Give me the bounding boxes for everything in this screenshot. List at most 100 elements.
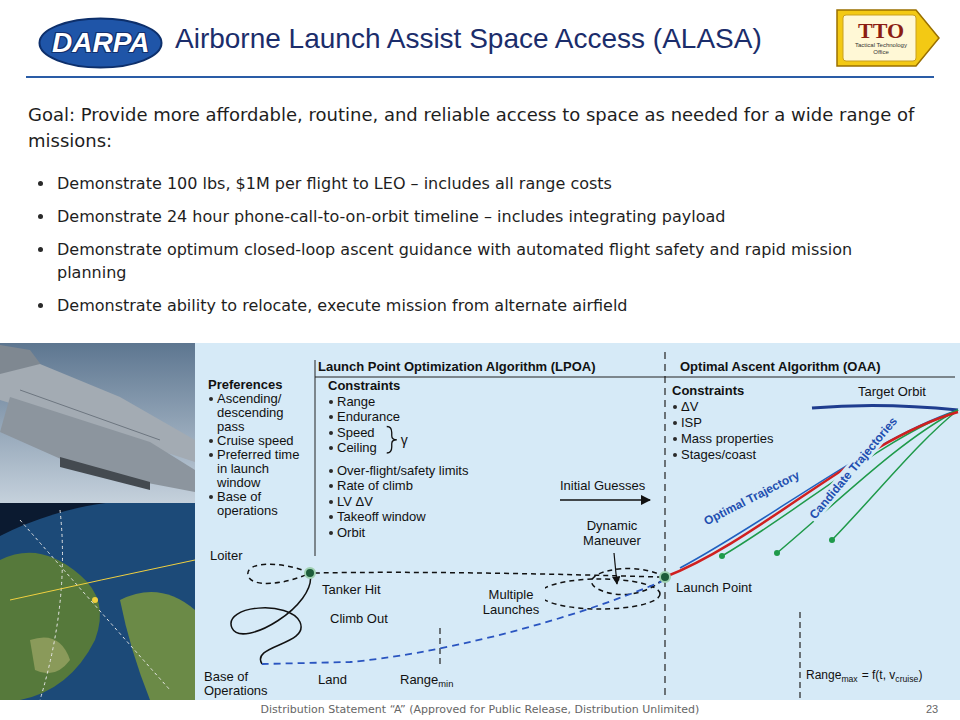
bullet-text: Takeoff window — [337, 509, 426, 524]
bullet-item: Endurance — [328, 409, 528, 425]
bullet-item: Orbit — [328, 525, 528, 541]
formula-text: ) — [918, 668, 922, 682]
bullet-dot — [38, 214, 43, 219]
formula-text: = f(t, v — [862, 668, 896, 682]
bullet-item: ISP — [672, 415, 822, 431]
bullet-text: Cruise speed — [217, 433, 294, 448]
range-max-line — [799, 612, 800, 700]
bullet-text: Demonstrate 100 lbs, $1M per flight to L… — [57, 174, 612, 193]
logo-panel — [843, 15, 916, 61]
bullet-text: Over-flight/safety limits — [337, 463, 468, 478]
bullet-dot — [209, 439, 213, 443]
bullet-dot — [209, 453, 213, 457]
land — [0, 553, 100, 700]
diagram-label: Launch Point — [676, 580, 752, 595]
slide-title: Airborne Launch Assist Space Access (ALA… — [175, 22, 762, 56]
bullet-text: Stages/coast — [681, 447, 756, 462]
cruise-path — [315, 572, 660, 577]
jet-photo — [0, 343, 195, 503]
bullet-dot — [329, 531, 333, 535]
bullet-item: LV ΔV — [328, 494, 528, 510]
logo-badge — [837, 10, 939, 66]
dynamic-maneuver-loop — [591, 569, 665, 595]
bullet-item: Demonstrate optimum closed-loop ascent g… — [57, 238, 917, 284]
bullet-text: LV ΔV — [337, 494, 373, 509]
brace — [387, 427, 397, 454]
candidate-trajectory — [777, 410, 958, 553]
formula-text: Range — [806, 668, 841, 682]
initial-guesses-arrow — [560, 499, 650, 501]
bullet-text: Range — [337, 394, 375, 409]
text-column: ConstraintsRangeEnduranceSpeedCeilingOve… — [328, 378, 528, 540]
trajectory-start — [774, 550, 780, 556]
trajectory-start — [719, 553, 725, 559]
launch-divider — [664, 352, 665, 700]
panel-line — [20, 390, 160, 440]
diagram-label: Land — [318, 672, 347, 687]
bullet-dot — [673, 453, 677, 457]
subscript: cruise — [895, 674, 918, 684]
launch-point — [660, 572, 670, 582]
text-column: PreferencesAscending/ descending passCru… — [208, 378, 306, 518]
logo-text: DARPA — [38, 17, 163, 69]
formula-label: Rangemin — [400, 672, 453, 692]
bullet-item: Base of operations — [208, 490, 306, 518]
diagram-label: Base of Operations — [204, 670, 272, 698]
loiter-loop — [248, 564, 310, 583]
range-line — [10, 560, 195, 600]
diagram-label: Distribution Statement “A” (Approved for… — [261, 703, 700, 716]
bullet-text: Mass properties — [681, 431, 773, 446]
diagram-label: Target Orbit — [858, 384, 926, 399]
diagram-label: Dynamic Maneuver — [574, 518, 650, 548]
diagram-label: Initial Guesses — [560, 478, 645, 493]
bullet-text: Demonstrate 24 hour phone-call-to-on-orb… — [57, 207, 725, 226]
bullet-text: ISP — [681, 415, 702, 430]
launch-vehicle — [60, 457, 150, 490]
sky — [0, 343, 195, 503]
launch-point-marker — [92, 597, 98, 603]
bullet-item: Rate of climb — [328, 478, 528, 494]
text-column: ConstraintsΔVISPMass propertiesStages/co… — [672, 383, 822, 463]
bullet-item: Demonstrate ability to relocate, execute… — [57, 294, 917, 317]
bullet-dot — [329, 400, 333, 404]
bullet-dot — [329, 515, 333, 519]
darpa-logo: DARPA — [38, 17, 163, 69]
column-divider — [315, 360, 316, 556]
bullet-text: Orbit — [337, 525, 365, 540]
bullet-item: Ascending/ descending pass — [208, 392, 306, 434]
bullet-text: Rate of climb — [337, 478, 413, 493]
bullet-dot — [673, 437, 677, 441]
bullet-item: Mass properties — [672, 431, 822, 447]
diagram-label: Tanker Hit — [322, 582, 381, 597]
bullet-text: Ascending/ descending pass — [217, 391, 284, 434]
bullet-text: ΔV — [681, 399, 698, 414]
climb-path — [231, 573, 311, 664]
bullet-dot — [673, 405, 677, 409]
bullet-item: ΔV — [672, 399, 822, 415]
bullet-item: Range — [328, 394, 528, 410]
tanker-point — [305, 568, 315, 578]
jet-wing — [0, 397, 195, 492]
diagram-label: Multiple Launches — [477, 587, 545, 617]
subscript: max — [841, 674, 857, 684]
globe-map — [0, 503, 195, 700]
target-orbit — [812, 405, 958, 410]
bullet-text: Endurance — [337, 409, 400, 424]
list-heading: Preferences — [208, 378, 306, 392]
bullet-dot — [329, 431, 333, 435]
bullet-dot — [673, 421, 677, 425]
bullet-text: Speed — [337, 425, 375, 440]
diagram-label: 23 — [926, 703, 938, 716]
list-heading: Goal: Provide more affordable, routine, … — [28, 102, 933, 154]
bullet-item: Takeoff window — [328, 509, 528, 525]
bullet-dot — [329, 446, 333, 450]
bullet-item: Cruise speed — [208, 434, 306, 448]
trajectory-start — [829, 537, 835, 543]
diagram-panel — [195, 343, 960, 700]
subscript: min — [438, 679, 453, 689]
bullet-item: Demonstrate 24 hour phone-call-to-on-orb… — [57, 205, 917, 228]
bullet-text: Base of operations — [217, 489, 278, 518]
bullet-item: Preferred time in launch window — [208, 448, 306, 490]
bullet-text: Demonstrate optimum closed-loop ascent g… — [57, 240, 852, 282]
formula-text: Range — [400, 672, 438, 687]
